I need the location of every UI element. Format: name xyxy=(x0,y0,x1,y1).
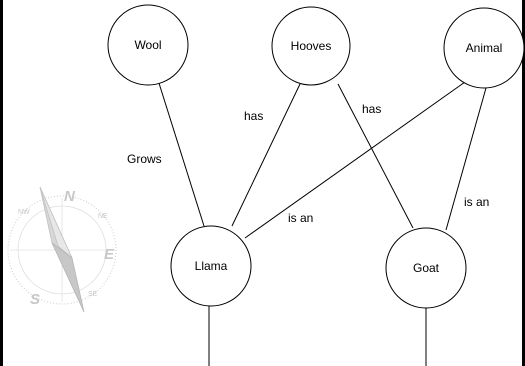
compass-nw: NW xyxy=(18,209,30,216)
node-label-wool: Wool xyxy=(134,38,161,52)
node-hooves: Hooves xyxy=(271,6,351,86)
compass-n: N xyxy=(64,188,76,205)
compass-rose-icon: N S E NW NE SE xyxy=(7,186,117,313)
edge-label-grows: Grows xyxy=(127,152,162,166)
edge-label-hooves-goat: has xyxy=(362,102,381,116)
edge-hooves-llama xyxy=(231,83,301,227)
edge-label-hooves-llama: has xyxy=(244,109,263,123)
compass-ne: NE xyxy=(98,213,108,220)
node-wool: Wool xyxy=(107,4,189,86)
edge-animal-goat xyxy=(445,87,487,231)
edge-animal-llama xyxy=(244,81,466,239)
compass-s: S xyxy=(30,291,40,308)
compass-e: E xyxy=(104,246,115,263)
node-label-llama: Llama xyxy=(195,259,228,273)
edge-label-animal-llama: is an xyxy=(288,211,313,225)
edge-hooves-goat xyxy=(337,83,414,229)
node-label-animal: Animal xyxy=(466,41,503,55)
node-label-hooves: Hooves xyxy=(291,39,332,53)
edge-wool-llama xyxy=(157,79,205,227)
node-label-goat: Goat xyxy=(413,261,440,275)
node-animal: Animal xyxy=(443,7,525,89)
node-goat: Goat xyxy=(385,227,467,309)
compass-se: SE xyxy=(88,291,98,298)
node-llama: Llama xyxy=(170,225,252,307)
edge-label-animal-goat: is an xyxy=(464,195,489,209)
